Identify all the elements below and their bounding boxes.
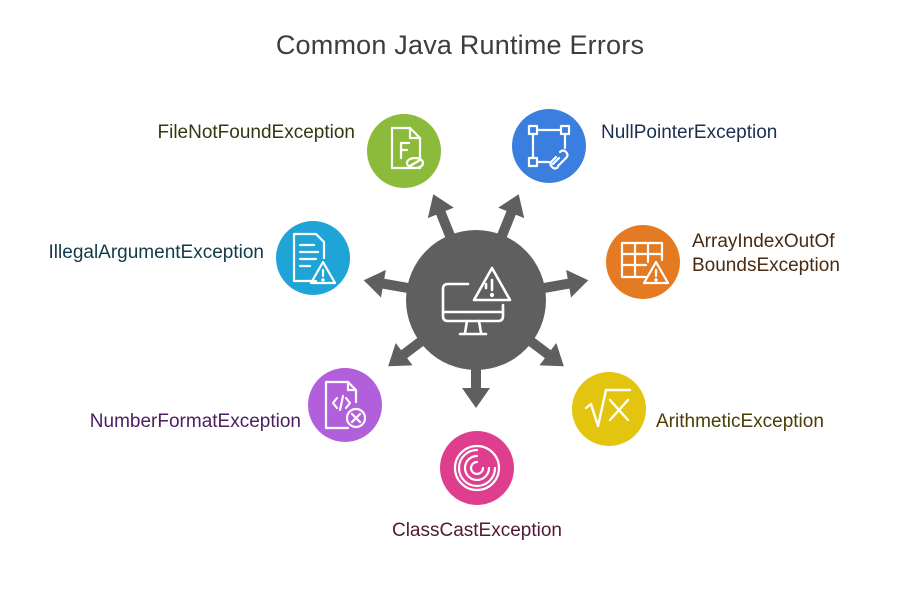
label-classcast: ClassCastException (391, 520, 563, 541)
label-arithmetic: ArithmeticException (656, 411, 824, 432)
label-numberformat: NumberFormatException (89, 411, 301, 432)
node-numberformat (308, 368, 382, 442)
grid-warning-icon (620, 241, 670, 285)
label-nullpointer: NullPointerException (601, 122, 778, 143)
label-filenotfound: FileNotFoundException (157, 122, 356, 143)
label-illegalargument: IllegalArgumentException (48, 242, 264, 263)
hub-node (406, 230, 546, 370)
node-classcast (440, 431, 514, 505)
node-arithmetic (572, 372, 646, 446)
diagram-title: Common Java Runtime Errors (275, 30, 645, 60)
label-arrayindex-line-1: ArrayIndexOutOf (692, 231, 835, 252)
node-nullpointer (512, 109, 586, 183)
node-filenotfound (367, 114, 441, 188)
monitor-warning-icon (441, 266, 512, 336)
file-f-icon (390, 126, 425, 170)
spiral-icon (453, 444, 501, 492)
code-error-icon (324, 380, 367, 430)
broken-link-icon (527, 124, 571, 170)
document-warning-icon (292, 232, 337, 285)
label-arrayindex: ArrayIndexOutOf BoundsException (692, 230, 840, 278)
node-illegalargument (276, 221, 350, 295)
node-arrayindex (606, 225, 680, 299)
sqrt-x-icon (584, 388, 632, 428)
label-arrayindex-line-2: BoundsException (692, 255, 840, 276)
